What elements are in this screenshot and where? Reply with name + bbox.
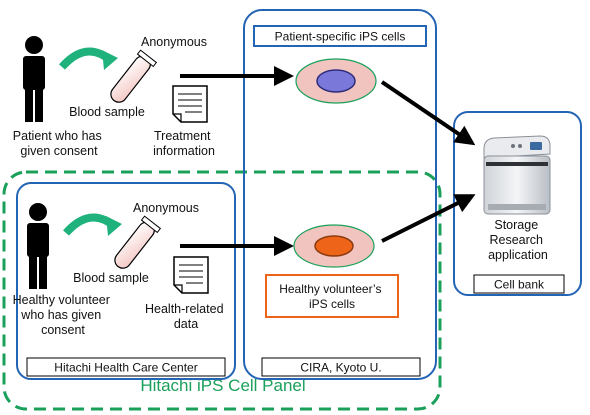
blood-tube-icon-bottom xyxy=(114,215,162,269)
blood-tube-icon xyxy=(110,49,158,103)
hitachi-center-label-box xyxy=(26,357,226,377)
panel-title: Hitachi iPS Cell Panel xyxy=(140,376,305,395)
anonymous-label-bottom: Anonymous xyxy=(133,201,199,215)
storage-machine-icon xyxy=(483,135,551,215)
healthy-cells-label: Healthy volunteer’s iPS cells xyxy=(279,282,385,311)
blood-sample-label-bottom: Blood sample xyxy=(73,271,149,285)
patient-cells-label: Patient-specific iPS cells xyxy=(275,30,406,44)
healthy-cells-label-box xyxy=(265,274,399,318)
hitachi-center-label: Hitachi Health Care Center xyxy=(54,361,197,375)
hitachi-panel-border xyxy=(2,170,442,411)
arrow-patient-to-bank xyxy=(380,80,476,146)
cira-box xyxy=(243,9,437,380)
health-data-label: Health-related data xyxy=(145,302,227,331)
patient-label: Patient who has given consent xyxy=(13,129,105,158)
cell-bank-label: Cell bank xyxy=(494,278,545,292)
document-icon xyxy=(172,85,208,123)
treatment-info-label: Treatment information xyxy=(153,129,215,158)
curved-arrow-head-bottom xyxy=(106,216,122,236)
patient-person-icon xyxy=(23,36,45,122)
health-document-icon xyxy=(173,256,209,294)
patient-ips-cell xyxy=(295,58,377,104)
cira-label-box xyxy=(261,357,421,377)
volunteer-person-icon xyxy=(27,203,49,289)
cira-label: CIRA, Kyoto U. xyxy=(300,361,381,375)
curved-arrow-head xyxy=(102,50,118,70)
arrow-healthy-to-bank xyxy=(381,194,476,243)
cell-bank-label-box xyxy=(473,274,565,294)
patient-cells-label-box xyxy=(253,25,427,47)
healthy-ips-cell xyxy=(293,224,375,268)
volunteer-label: Healthy volunteer who has given consent xyxy=(13,293,114,337)
cell-bank-text: Storage Research application xyxy=(488,218,548,262)
hitachi-center-box xyxy=(16,182,236,380)
blood-sample-label-top: Blood sample xyxy=(69,105,145,119)
anonymous-label-top: Anonymous xyxy=(141,35,207,49)
